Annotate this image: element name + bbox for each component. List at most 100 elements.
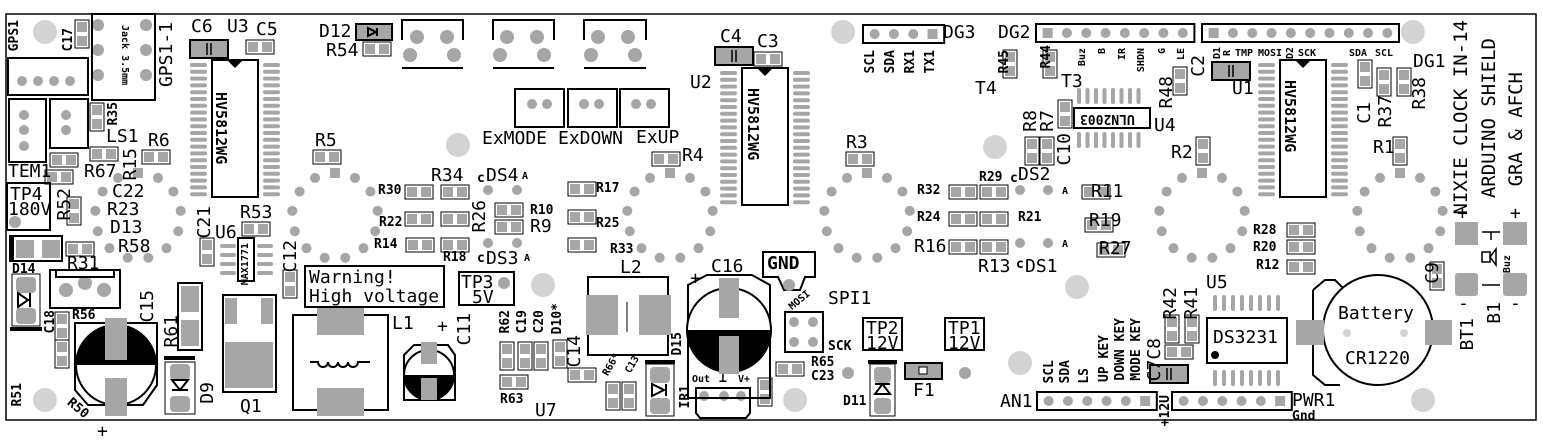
header-outline	[1036, 391, 1158, 411]
label-c12: C12	[280, 240, 301, 273]
ir1-pin	[736, 391, 746, 401]
resistor-pad	[443, 240, 453, 250]
dg1-pin-d2: D2	[1285, 47, 1296, 60]
ic-pin	[1331, 144, 1348, 149]
dg1-pin-sck: SCK	[1298, 48, 1317, 59]
resistor-pad	[770, 54, 780, 64]
label-u4: U4	[1154, 115, 1176, 136]
header-pin	[869, 29, 880, 39]
ic-pin	[1258, 76, 1275, 81]
u6-pin	[220, 244, 236, 248]
label-r24: R24	[917, 210, 941, 225]
header-pin	[1217, 396, 1228, 406]
nixie-anode-pad	[1395, 168, 1405, 178]
label-u7: U7	[535, 400, 557, 421]
ic-pin	[1258, 83, 1275, 88]
label-r54: R54	[326, 40, 359, 61]
label-c10: C10	[1054, 133, 1075, 166]
warning-line2: High voltage	[309, 286, 440, 307]
uln2003-pin	[1111, 132, 1115, 148]
tem1-outline	[8, 98, 47, 163]
nixie-pin-pad	[629, 186, 640, 197]
ic-pin	[1331, 103, 1348, 108]
resistor-pad	[457, 187, 467, 197]
smd-resistor	[567, 237, 597, 253]
colon-lamp-pad	[512, 238, 522, 248]
resistor-pad	[1303, 262, 1313, 272]
label-l1: L1	[392, 313, 414, 334]
resistor-pad	[570, 240, 580, 250]
tantalum-polarity	[731, 50, 737, 62]
r58-connector-pin	[59, 283, 73, 297]
label-r17: R17	[596, 181, 620, 196]
ic-pin	[793, 173, 810, 177]
resistor-pad	[1289, 262, 1299, 272]
resistor-pad	[421, 187, 431, 197]
resistor-pad	[965, 242, 975, 252]
label-r52: R52	[54, 188, 75, 221]
dg2-pin-b: B	[1097, 48, 1108, 55]
nixie-pin-pad	[700, 186, 711, 197]
an1-pin-mode-key: MODE KEY	[1129, 318, 1144, 381]
ds3231-pin	[1231, 295, 1235, 311]
hv5812-ic	[720, 67, 810, 206]
ds3231-pin	[1213, 295, 1217, 311]
ic-pin	[793, 179, 810, 184]
label-pwr1: PWR1	[1292, 390, 1336, 411]
board-title-line2: ARDUINO SHIELD	[1478, 38, 1500, 199]
ic-pin	[190, 171, 207, 176]
bt1-minus-mark: -	[1458, 293, 1469, 314]
label-r9: R9	[530, 216, 552, 237]
ls1-outline	[49, 98, 89, 149]
bt1-pads	[1455, 222, 1478, 296]
pwr1-header	[1171, 391, 1293, 411]
label-c5: C5	[256, 19, 278, 40]
an1-pin-ls: LS	[1077, 368, 1092, 384]
u4-part-number: ULN2003	[1080, 111, 1135, 126]
label-r13: R13	[978, 256, 1011, 277]
nixie-pin-pad	[902, 226, 913, 237]
nixie-pin-pad	[890, 243, 901, 254]
ic-pin	[720, 186, 737, 191]
c16-plus-mark: +	[690, 268, 701, 289]
nixie-anode-pad	[133, 168, 143, 178]
resistor-pad	[407, 214, 417, 224]
ds3231-pin	[1258, 295, 1262, 311]
ds3231-pin	[1222, 295, 1226, 311]
smd-resistor	[567, 181, 597, 197]
smd-capacitor	[1429, 261, 1445, 291]
battery-holder	[1296, 274, 1452, 386]
d11-diode	[868, 360, 897, 417]
u6-pin	[220, 262, 236, 266]
gps1-pin	[17, 76, 27, 86]
label-d11: D11	[843, 394, 867, 409]
smd-resistor	[948, 211, 978, 227]
resistor-pad	[951, 242, 961, 252]
header-pin	[888, 29, 899, 39]
nixie-pin-pad	[370, 226, 381, 237]
resistor-pad	[1303, 225, 1313, 235]
smd-resistor	[651, 151, 681, 167]
tantalum-body	[1149, 364, 1189, 384]
resistor-pad	[61, 172, 71, 182]
header-pin	[1100, 28, 1111, 38]
ir1-pin-gnd: ⊥	[719, 371, 727, 386]
label-r28: R28	[1253, 223, 1277, 238]
ic-pin	[1258, 144, 1275, 149]
nixie-pin-pad	[654, 252, 665, 263]
gps1-pin	[49, 76, 59, 86]
ic-pin	[793, 139, 810, 143]
resistor-pad	[244, 224, 254, 234]
tantalum-capacitor	[714, 46, 754, 66]
resistor-pad	[516, 377, 526, 387]
optocoupler-pad	[621, 30, 635, 44]
tantalum-polarity	[1166, 368, 1172, 380]
nixie-pin-pad	[1414, 172, 1425, 183]
ic-pin	[720, 159, 737, 164]
gnd-box	[762, 251, 816, 291]
ic-pin	[1331, 151, 1348, 156]
exup-outline	[619, 88, 670, 128]
smd-capacitor	[1164, 314, 1180, 344]
r58-connector-pin	[78, 276, 92, 290]
smd-resistor	[312, 149, 342, 165]
